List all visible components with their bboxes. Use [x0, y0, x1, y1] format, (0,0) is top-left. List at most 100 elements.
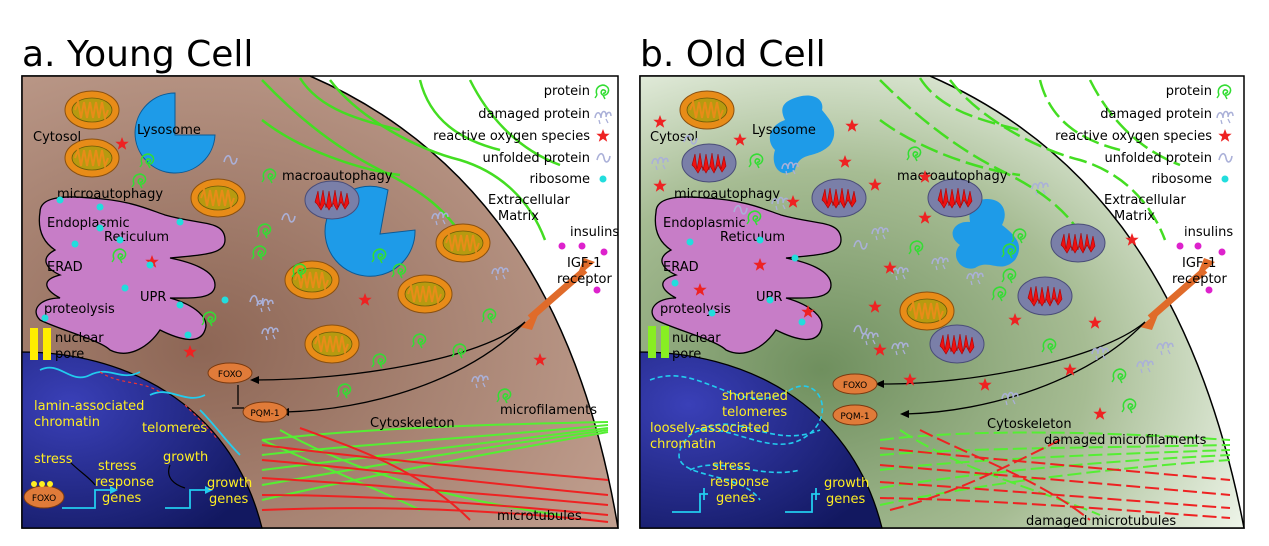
- young-ribosome: [96, 224, 104, 232]
- old-insulin-dot: [1194, 242, 1202, 250]
- young-damaged-mitochondrion: [304, 180, 360, 220]
- old-mitochondrion: [679, 90, 735, 130]
- old-igf1-receptor: [1140, 258, 1215, 330]
- old-growth-genes-label-2: genes: [826, 492, 865, 507]
- old-er: [651, 196, 842, 354]
- old-ribosome: [798, 318, 806, 326]
- old-title: b. Old Cell: [640, 34, 826, 75]
- young-foxo: [207, 362, 253, 384]
- young-lysosome-label: Lysosome: [137, 123, 201, 138]
- young-mitochondrion: [397, 274, 453, 314]
- old-damaged-mitochondrion: [681, 143, 737, 183]
- young-cytosol-label: Cytosol: [33, 130, 81, 145]
- young-legend-protein: protein: [544, 84, 590, 99]
- young-insulin-dot: [593, 286, 601, 294]
- old-pqm1-label: PQM-1: [840, 412, 869, 422]
- young-chromatin: [39, 366, 241, 456]
- young-nucleus: [21, 351, 263, 529]
- young-pore-label-2: pore: [55, 347, 84, 362]
- young-insulin-dot: [578, 242, 586, 250]
- old-macroautophagy-label: macroautophagy: [897, 169, 1008, 184]
- old-receptor-label-1: IGF-1: [1182, 256, 1216, 271]
- young-receptor-label-2: receptor: [557, 272, 613, 287]
- young-ribosome: [176, 218, 184, 226]
- young-insulins-label: insulins: [570, 225, 619, 240]
- old-foxo-label: FOXO: [843, 381, 867, 391]
- young-microfilaments-label: microfilaments: [500, 403, 597, 418]
- young-ribosome: [56, 196, 64, 204]
- panel-old: b. Old Cell: [639, 34, 1245, 529]
- young-cytoskeleton-label: Cytoskeleton: [370, 416, 455, 431]
- young-igf1-receptor: [520, 258, 595, 330]
- old-stress-genes-label-2: response: [710, 475, 769, 490]
- young-upr-label: UPR: [140, 290, 166, 305]
- young-legend-unfolded-protein: unfolded protein: [483, 151, 590, 166]
- old-ecm-fibers: [879, 77, 1181, 251]
- young-proteolysis-label: proteolysis: [44, 302, 115, 317]
- old-pore-label-1: nuclear: [672, 331, 721, 346]
- young-stress-label: stress: [34, 452, 73, 467]
- old-receptor-label-2: receptor: [1172, 272, 1228, 287]
- young-mitochondrion: [64, 90, 120, 130]
- young-nuclear-pore-left: [30, 328, 38, 360]
- old-lysosome-label: Lysosome: [752, 123, 816, 138]
- old-telomeres-label-2: telomeres: [722, 405, 787, 420]
- old-gene-promoters: [672, 488, 820, 513]
- old-insulins-label: insulins: [1184, 225, 1233, 240]
- young-ribosome: [221, 296, 229, 304]
- old-cytosol-label: Cytosol: [650, 130, 698, 145]
- old-insulin-dot: [1176, 242, 1184, 250]
- old-ecm-label-1: Extracellular: [1104, 193, 1187, 208]
- old-legend-damaged-protein: damaged protein: [1100, 107, 1212, 122]
- young-insulin-dot: [558, 242, 566, 250]
- young-title: a. Young Cell: [22, 34, 253, 75]
- old-insulin-dot: [1218, 248, 1226, 256]
- young-ribosome: [116, 236, 124, 244]
- young-stress-genes-label-1: stress: [98, 459, 137, 474]
- old-legend-unfolded-protein: unfolded protein: [1105, 151, 1212, 166]
- old-nuclear-pore-right: [661, 326, 669, 358]
- young-mitochondrion: [190, 178, 246, 218]
- old-ribosome: [791, 254, 799, 262]
- young-cytoskeleton: [261, 421, 609, 523]
- old-foxo: [832, 373, 878, 395]
- young-erad-label: ERAD: [47, 260, 83, 275]
- young-er-label-2: Reticulum: [104, 230, 169, 245]
- old-ribosome: [686, 238, 694, 246]
- old-ribosome: [708, 309, 716, 317]
- young-microautophagy-label: microautophagy: [57, 187, 163, 202]
- young-telomeres-label: telomeres: [142, 421, 207, 436]
- old-erad-label: ERAD: [663, 260, 699, 275]
- old-legend-ribosome: ribosome: [1151, 172, 1212, 187]
- young-phosphate-dot: [39, 481, 45, 487]
- young-pore-label-1: nuclear: [55, 331, 104, 346]
- young-ribosome: [121, 284, 129, 292]
- old-nuclear-pore-left: [648, 326, 656, 358]
- young-chromatin-label-2: chromatin: [34, 415, 100, 430]
- young-nuclear-pore-right: [43, 328, 51, 360]
- old-damaged-mitochondrion: [1017, 276, 1073, 316]
- old-legend-ribosome-icon: [1221, 175, 1229, 183]
- young-chromatin-label-1: lamin-associated: [34, 399, 144, 414]
- old-stress-genes-label-1: stress: [712, 459, 751, 474]
- young-gene-promoters: [62, 489, 205, 509]
- young-foxo-label: FOXO: [218, 370, 242, 380]
- old-lysosome: [769, 95, 835, 174]
- young-ribosome: [96, 203, 104, 211]
- old-damaged-mitochondrion: [1050, 223, 1106, 263]
- young-pqm1: [242, 401, 288, 423]
- old-cytoskeleton-label: Cytoskeleton: [987, 417, 1072, 432]
- old-cytoskeleton: [879, 429, 1231, 521]
- young-stress-genes-label-3: genes: [102, 491, 141, 506]
- young-phosphate-dot: [31, 481, 37, 487]
- young-ecm-label-1: Extracellular: [488, 193, 571, 208]
- old-chromatin-label-2: chromatin: [650, 437, 716, 452]
- young-legend: protein damaged protein reactive oxygen …: [433, 84, 612, 187]
- panel-young: a. Young Cell: [21, 34, 619, 529]
- young-mitochondrion: [284, 260, 340, 300]
- old-insulin-dot: [1205, 286, 1213, 294]
- young-microtubules-label: microtubules: [497, 509, 582, 524]
- young-ribosome: [41, 314, 49, 322]
- old-er-label-1: Endoplasmic: [663, 216, 746, 231]
